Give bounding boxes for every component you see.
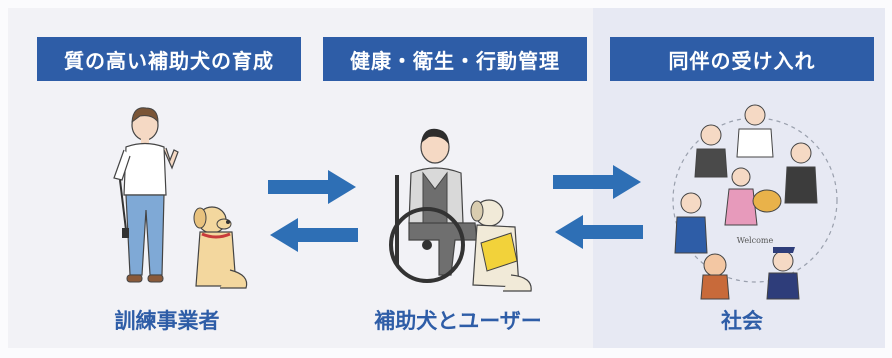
header-quality-training: 質の高い補助犬の育成 [37,37,301,81]
officer-figure [766,247,800,300]
arrow-right-to-user [268,170,356,204]
girl-with-dog-figure [724,167,782,226]
arrow-left-to-trainer [270,218,358,252]
wheelchair-user-figure [389,128,478,283]
arrow-right-to-society [553,165,641,199]
label-training-provider: 訓練事業者 [114,309,220,333]
label-dog-and-user: 補助犬とユーザー [374,309,542,333]
welcome-sign-text: Welcome [737,236,774,245]
trainer-with-dog-illustration [113,107,248,289]
doctor-figure [736,104,774,158]
assistance-dog-figure [470,199,532,292]
header-quality-training-text: 質の高い補助犬の育成 [64,48,274,73]
header-acceptance-text: 同伴の受け入れ [668,48,816,73]
header-health-management: 健康・衛生・行動管理 [323,37,587,81]
society-people-illustration: Welcome [672,104,838,300]
child-figure [700,253,730,300]
header-health-management-text: 健康・衛生・行動管理 [350,48,560,73]
staff-figure [674,192,708,254]
trainer-figure [113,107,179,283]
man-with-glasses-figure [784,142,818,204]
header-acceptance: 同伴の受け入れ [610,37,874,81]
arrow-left-to-user [555,215,643,249]
guide-dog-figure [193,206,248,289]
waiter-figure [694,124,728,178]
label-society: 社会 [721,309,763,333]
wheelchair-user-with-dog-illustration [389,128,532,292]
